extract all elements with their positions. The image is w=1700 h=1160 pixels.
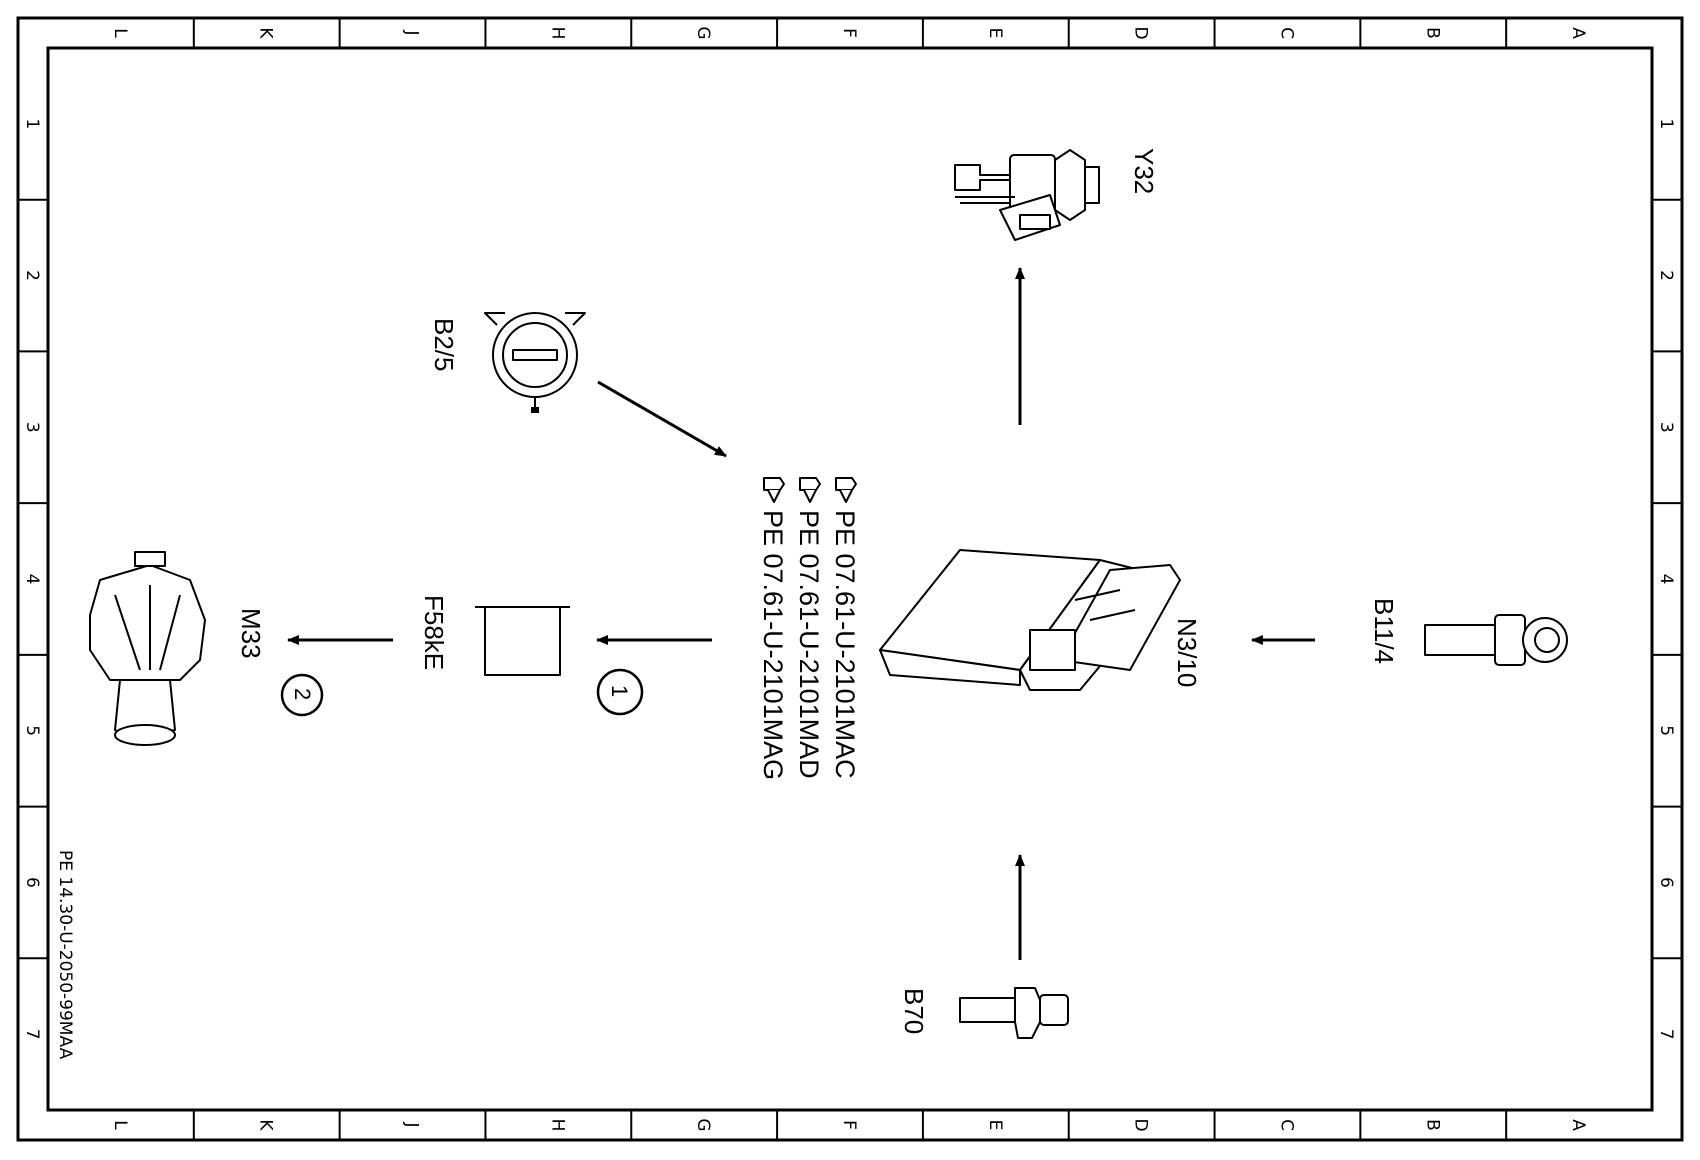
grid-row-label: 6 (22, 877, 42, 888)
b11-4-label: B11/4 (1369, 598, 1399, 664)
grid-column-label: L (110, 1120, 130, 1130)
grid-column-label: G (693, 26, 713, 39)
grid-row-label: 5 (22, 725, 42, 736)
grid-column-label: H (547, 27, 567, 40)
reference-1: PE 07.61-U-2101MAC (830, 510, 860, 779)
grid-row-label: 7 (22, 1029, 42, 1040)
grid-column-label: D (1131, 26, 1151, 39)
grid-row-label: 3 (1656, 422, 1676, 433)
b70-sensor-icon (959, 987, 1069, 1039)
y32-component-icon (954, 149, 1100, 241)
grid-column-label: B (1422, 27, 1442, 39)
pointing-hand-icon (799, 477, 821, 503)
n3-10-label: N3/10 (1172, 618, 1202, 687)
grid-labels: L L K K J J H H G G F F E E D D C C B B A A 1 1 2 2 3 3 4 4 5 5 6 6 7 7 (22, 26, 1676, 1131)
grid-column-label: H (547, 1119, 567, 1132)
pointing-hand-icon (763, 477, 785, 503)
grid-row-label: 7 (1656, 1029, 1676, 1040)
doc-number: PE 14.30-U-2050-99MAA (55, 850, 75, 1060)
grid-row-label: 5 (1656, 725, 1676, 736)
f58ke-label: F58kE (419, 595, 449, 670)
grid-column-label: K (256, 1119, 276, 1131)
grid-row-label: 3 (22, 422, 42, 433)
grid-column-label: K (256, 27, 276, 39)
grid-row-label: 1 (1656, 118, 1676, 129)
f58ke-relay-icon (475, 606, 570, 676)
grid-column-label: L (110, 28, 130, 38)
svg-text:2: 2 (290, 688, 315, 700)
b2-5-label: B2/5 (429, 318, 459, 372)
grid-row-label: 1 (22, 118, 42, 129)
reference-3: PE 07.61-U-2101MAG (758, 510, 788, 780)
grid-column-label: A (1568, 27, 1588, 39)
y32-label: Y32 (1129, 148, 1159, 194)
grid-column-label: E (985, 1120, 1005, 1131)
grid-column-label: A (1568, 1119, 1588, 1131)
grid-row-label: 2 (1656, 270, 1676, 281)
reference-2: PE 07.61-U-2101MAD (794, 510, 824, 779)
b70-label: B70 (899, 988, 929, 1034)
grid-column-label: C (1276, 27, 1296, 39)
drawing-frame (16, 16, 1684, 1142)
b11-4-sensor-icon (1424, 614, 1568, 666)
grid-column-label: C (1276, 1119, 1296, 1131)
grid-row-label: 4 (22, 574, 42, 585)
grid-column-label: D (1131, 1118, 1151, 1131)
grid-column-label: J (402, 29, 422, 35)
grid-row-label: 2 (22, 270, 42, 281)
grid-column-label: F (839, 28, 859, 38)
grid-column-label: J (402, 1121, 422, 1127)
callout-2: 2 (280, 673, 324, 717)
grid-column-label: F (839, 1120, 859, 1130)
reference-list: PE 07.61-U-2101MAC PE 07.61-U-2101MAD PE… (758, 477, 860, 780)
m33-pump-icon (89, 551, 206, 746)
grid-column-label: B (1422, 1119, 1442, 1131)
svg-text:1: 1 (607, 685, 632, 697)
grid-row-label: 6 (1656, 877, 1676, 888)
b2-5-component-icon (484, 312, 586, 413)
m33-label: M33 (236, 608, 266, 659)
grid-row-label: 4 (1656, 574, 1676, 585)
grid-column-label: E (985, 28, 1005, 39)
n3-10-control-unit-icon (879, 549, 1181, 691)
pointing-hand-icon (835, 477, 857, 503)
callout-1: 1 (596, 668, 644, 716)
grid-column-label: G (693, 1118, 713, 1131)
arrow-b2-5-to-n3-10 (597, 380, 727, 458)
